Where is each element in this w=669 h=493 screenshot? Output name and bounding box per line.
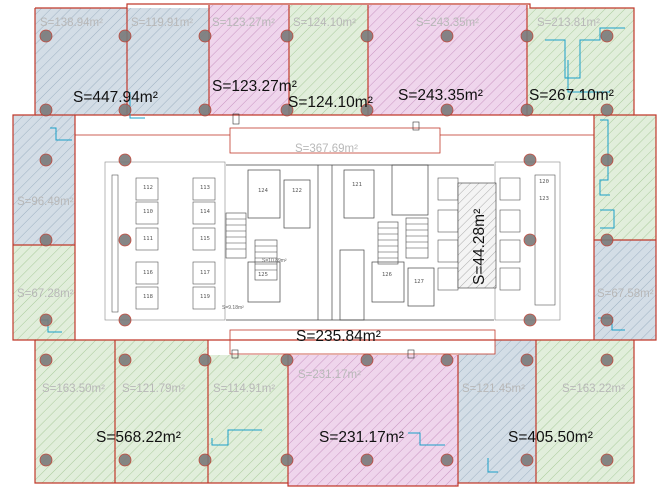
room-number: 115	[200, 236, 210, 242]
zone-label: S=231.17m²	[298, 369, 361, 381]
zone-label: S=114.91m²	[213, 383, 275, 395]
room-number: 121	[352, 182, 362, 188]
room-number: 111	[143, 236, 153, 242]
room-number: 123	[539, 196, 549, 202]
core-top-lobby	[229, 127, 441, 154]
room-number: 118	[143, 294, 153, 300]
room-number: 125	[258, 272, 268, 278]
total-label-north-1: S=123.27m²	[212, 78, 297, 95]
total-label-northwest: S=447.94m²	[73, 89, 158, 106]
total-label-south: S=231.17m²	[319, 429, 404, 446]
zone-label: S=67.28m²	[17, 288, 74, 300]
core-area-small-2: S=9.18m²	[222, 305, 244, 311]
zone-n-upper-2	[289, 5, 368, 115]
room-number: 114	[200, 209, 211, 215]
zone-label: S=67.58m²	[597, 288, 654, 300]
entrance-markers	[231, 113, 420, 359]
room-number: 117	[200, 270, 210, 276]
room-number: 122	[292, 188, 302, 194]
core-bottom-lobby	[229, 329, 496, 355]
lift-cars-left	[111, 174, 216, 313]
room-number: 116	[143, 270, 153, 276]
zone-nw-upper-1	[35, 8, 127, 115]
core-area-small-1: S=10.89m²	[262, 258, 287, 264]
room-number: 113	[200, 185, 210, 191]
total-label-shaft: S=44.28m²	[471, 209, 488, 285]
room-number: 110	[143, 209, 153, 215]
zone-e-upper	[594, 115, 656, 240]
core-room-labels: 112 110 111 113 114 115 116 117 118 119 …	[143, 179, 549, 311]
room-number: 127	[414, 279, 424, 285]
room-number: 124	[258, 188, 269, 194]
zone-w-mid	[13, 170, 75, 245]
zone-label: S=163.50m²	[42, 383, 105, 395]
room-number: 120	[539, 179, 549, 185]
zone-label: S=121.79m²	[122, 383, 185, 395]
zone-label: S=121.45m²	[462, 383, 525, 395]
zone-label: S=124.10m²	[293, 17, 356, 29]
zone-se-2	[536, 340, 634, 483]
room-number: 126	[382, 272, 392, 278]
room-number: 119	[200, 294, 210, 300]
zone-label: S=163.22m²	[562, 383, 625, 395]
zone-s-1	[208, 355, 288, 483]
total-label-southeast: S=405.50m²	[508, 429, 593, 446]
stair-left	[225, 212, 278, 281]
zone-n-upper-1	[209, 5, 289, 115]
zone-label: S=213.81m²	[537, 17, 600, 29]
zone-s-2	[288, 355, 458, 486]
zone-n-upper-3	[368, 5, 527, 115]
zone-nw-upper-2	[127, 8, 209, 115]
columns	[39, 29, 614, 467]
total-label-southwest: S=568.22m²	[96, 429, 181, 446]
total-label-north-2: S=124.10m²	[288, 94, 373, 111]
zone-label: S=138.94m²	[40, 17, 103, 29]
room-number: 112	[143, 185, 153, 191]
shaft-zone	[457, 182, 497, 289]
total-label-north-3: S=243.35m²	[398, 87, 483, 104]
total-label-corridor: S=235.84m²	[296, 328, 381, 345]
zone-label: S=96.49m²	[17, 196, 74, 208]
core-ring-label: S=367.69m²	[295, 143, 358, 155]
total-labels: S=447.94m² S=123.27m² S=124.10m² S=243.3…	[73, 78, 614, 446]
zone-label: S=123.27m²	[212, 17, 275, 29]
zone-label: S=119.91m²	[131, 17, 193, 29]
zone-labels: S=138.94m² S=119.91m² S=123.27m² S=124.1…	[17, 17, 654, 395]
zone-label: S=243.35m²	[416, 17, 479, 29]
core-walls	[226, 164, 494, 321]
stair-right	[377, 217, 429, 265]
total-label-northeast: S=267.10m²	[529, 87, 614, 104]
core	[74, 127, 595, 355]
